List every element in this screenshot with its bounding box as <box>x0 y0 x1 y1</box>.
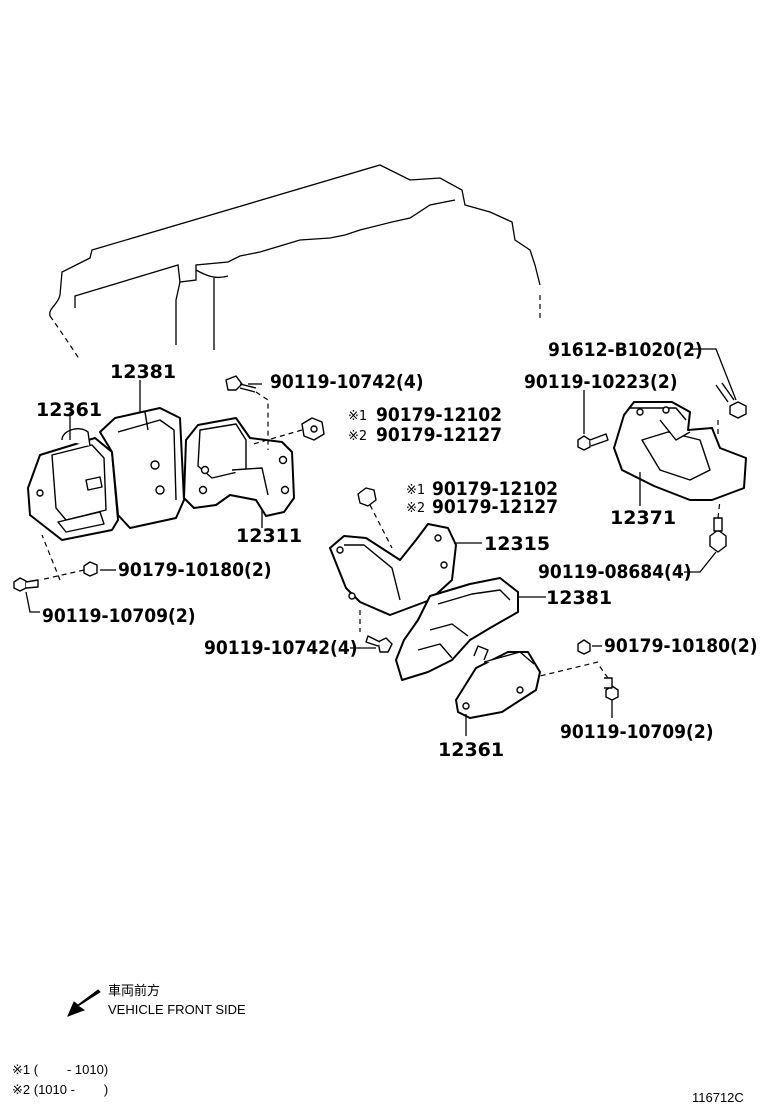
footnote-1: ※1 ( - 1010) <box>12 1062 108 1077</box>
label-nut-12102-mid: 90179-12102 <box>432 478 558 500</box>
label-bolt-10742-mid: 90119-10742(4) <box>204 637 358 659</box>
label-12311: 12311 <box>236 525 302 547</box>
label-12315: 12315 <box>484 533 550 555</box>
label-12381-top: 12381 <box>110 361 176 383</box>
label-12361-bottom: 12361 <box>438 739 504 761</box>
bolt-90119-10709-left[interactable] <box>13 577 39 592</box>
part-12315[interactable] <box>329 523 457 616</box>
part-12381-left[interactable] <box>99 407 185 529</box>
label-nut-10180-right: 90179-10180(2) <box>604 635 758 657</box>
label-12371: 12371 <box>610 507 676 529</box>
label-bolt-10742-top: 90119-10742(4) <box>270 371 424 393</box>
bolt-90119-10742-top[interactable] <box>225 375 269 450</box>
bolt-90119-08684[interactable] <box>709 499 727 553</box>
nut-90179-10180-right[interactable] <box>539 639 599 677</box>
diagram-id: 116712C <box>692 1090 744 1105</box>
note-mark-1-top: ※1 <box>348 409 367 424</box>
label-nut-12127-top: 90179-12127 <box>376 424 502 446</box>
label-12381-mid: 12381 <box>546 587 612 609</box>
bolt-91612-B1020[interactable] <box>715 382 747 435</box>
nut-90179-12102-top[interactable] <box>249 417 325 446</box>
nut-90179-10180-left[interactable] <box>39 534 98 581</box>
engine-block-outline <box>49 164 541 361</box>
label-nut-12127-mid: 90179-12127 <box>432 496 558 518</box>
note-mark-1-mid: ※1 <box>406 483 425 498</box>
footnotes: ※1 ( - 1010) ※2 (1010 - ) 116712C <box>12 1062 744 1105</box>
bolt-90119-10223[interactable] <box>577 433 609 451</box>
legend-direction-en: VEHICLE FRONT SIDE <box>108 1002 246 1017</box>
note-mark-2-top: ※2 <box>348 429 367 444</box>
legend-direction-jp: 車両前方 <box>108 983 160 998</box>
label-bolt-91612: 91612-B1020(2) <box>548 339 703 361</box>
label-nut-10180-left: 90179-10180(2) <box>118 559 272 581</box>
part-12361-bottom[interactable] <box>455 645 541 719</box>
front-direction-arrow-icon <box>67 989 101 1017</box>
part-labels: 12381 12361 90119-10742(4) ※1 90179-1210… <box>36 339 758 761</box>
part-12361-left[interactable] <box>27 428 119 541</box>
nut-90179-12102-mid[interactable] <box>357 487 393 549</box>
part-12311[interactable] <box>183 417 295 517</box>
bolt-90119-10742-mid[interactable] <box>359 610 393 653</box>
leader-lines <box>25 348 737 736</box>
vehicle-front-legend: 車両前方 VEHICLE FRONT SIDE <box>67 983 246 1017</box>
label-nut-12102-top: 90179-12102 <box>376 404 502 426</box>
label-bolt-10709-left: 90119-10709(2) <box>42 605 196 627</box>
footnote-2: ※2 (1010 - ) <box>12 1082 108 1097</box>
note-mark-2-mid: ※2 <box>406 501 425 516</box>
label-12361-left: 12361 <box>36 399 102 421</box>
part-12371[interactable] <box>613 401 747 501</box>
label-bolt-10709-right: 90119-10709(2) <box>560 721 714 743</box>
part-12381-mid[interactable] <box>395 577 519 681</box>
bolt-90119-10709-right[interactable] <box>597 663 619 701</box>
label-bolt-08684: 90119-08684(4) <box>538 561 692 583</box>
label-bolt-10223: 90119-10223(2) <box>524 371 678 393</box>
